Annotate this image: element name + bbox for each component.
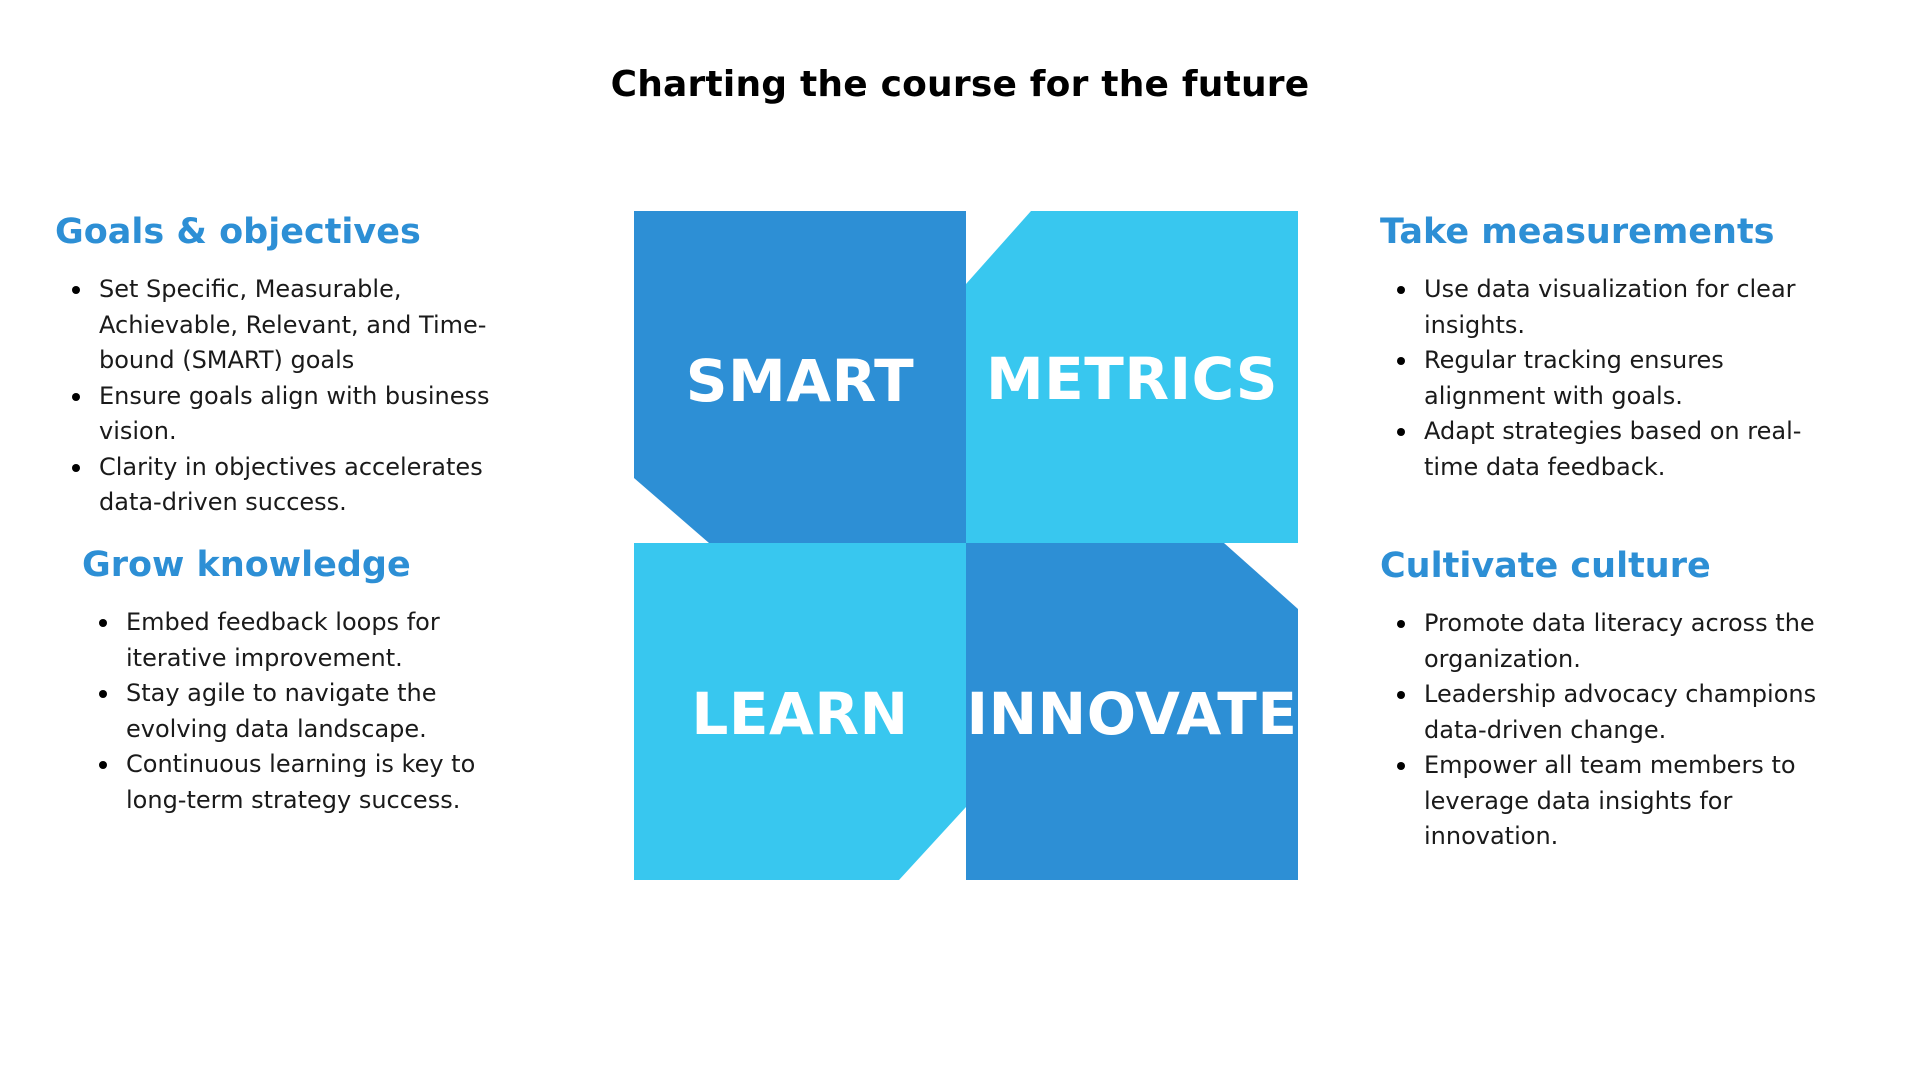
bullet-list-grow-knowledge: Embed feedback loops for iterative impro… [82, 605, 502, 818]
quadrant-label-metrics: METRICS [985, 345, 1279, 413]
list-item: Embed feedback loops for iterative impro… [99, 605, 502, 676]
section-heading-cultivate-culture: Cultivate culture [1380, 546, 1711, 586]
section-heading-grow-knowledge: Grow knowledge [82, 545, 411, 585]
list-item: Adapt strategies based on real-time data… [1397, 414, 1820, 485]
bullet-list-cultivate-culture: Promote data literacy across the organiz… [1380, 606, 1840, 855]
list-item: Empower all team members to leverage dat… [1397, 748, 1840, 855]
quadrant-diagram: SMART METRICS LEARN INNOVATE [634, 211, 1298, 880]
quadrant-label-smart: SMART [685, 347, 915, 415]
list-item: Continuous learning is key to long-term … [99, 747, 502, 818]
list-item: Stay agile to navigate the evolving data… [99, 676, 502, 747]
quadrant-shapes [634, 211, 1298, 880]
quadrant-smart-shape [634, 211, 966, 543]
bullet-list-take-measurements: Use data visualization for clear insight… [1380, 272, 1820, 485]
list-item: Set Specific, Measurable, Achievable, Re… [72, 272, 525, 379]
bullet-list-goals: Set Specific, Measurable, Achievable, Re… [55, 272, 525, 521]
quadrant-label-learn: LEARN [691, 680, 909, 748]
list-item: Use data visualization for clear insight… [1397, 272, 1820, 343]
list-item: Leadership advocacy champions data-drive… [1397, 677, 1840, 748]
list-item: Promote data literacy across the organiz… [1397, 606, 1840, 677]
quadrant-innovate-shape [966, 543, 1298, 880]
quadrant-metrics-shape [966, 211, 1298, 543]
section-heading-goals: Goals & objectives [55, 212, 421, 252]
page-title: Charting the course for the future [610, 64, 1310, 105]
section-heading-take-measurements: Take measurements [1380, 212, 1775, 252]
section-take-measurements: Take measurements Use data visualization… [1380, 210, 1820, 485]
list-item: Clarity in objectives accelerates data-d… [72, 450, 525, 521]
quadrant-learn-shape [634, 543, 966, 880]
section-grow-knowledge: Grow knowledge Embed feedback loops for … [82, 543, 502, 818]
section-goals: Goals & objectives Set Specific, Measura… [55, 210, 525, 521]
section-cultivate-culture: Cultivate culture Promote data literacy … [1380, 544, 1840, 855]
list-item: Regular tracking ensures alignment with … [1397, 343, 1820, 414]
list-item: Ensure goals align with business vision. [72, 379, 525, 450]
quadrant-label-innovate: INNOVATE [966, 680, 1298, 748]
